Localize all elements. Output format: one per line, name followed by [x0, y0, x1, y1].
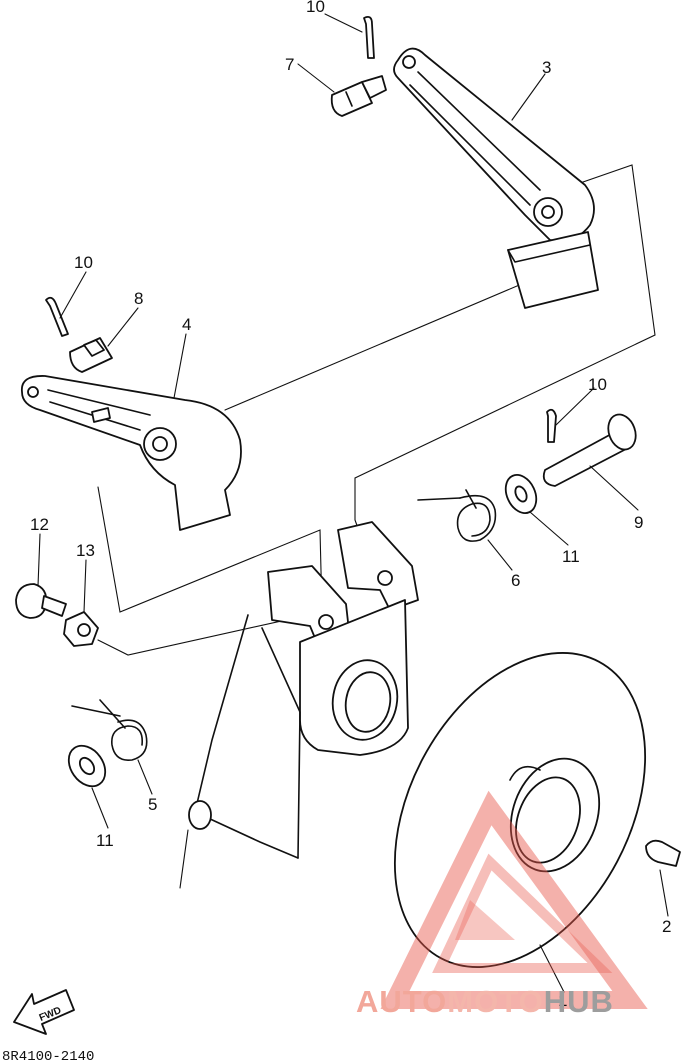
watermark-auto: AUTO [356, 984, 447, 1019]
bolt-part-12 [15, 583, 67, 619]
callout-10-right: 10 [588, 375, 607, 394]
watermark-moto: MOTO [447, 984, 543, 1019]
callout-6: 6 [511, 571, 520, 590]
watermark-text: AUTOMOTOHUB [356, 984, 614, 1019]
shaft-part-9 [542, 413, 637, 487]
roller-part-8 [69, 337, 113, 373]
spring-part-5 [71, 699, 148, 762]
cotter-pin-10-top [363, 15, 375, 59]
spring-part-6 [417, 489, 497, 542]
callout-13: 13 [76, 541, 95, 560]
arm-part-3 [393, 47, 599, 309]
leader-lines [37, 13, 669, 993]
roller-part-7 [330, 75, 387, 117]
cotter-pin-10-right [546, 408, 557, 443]
callout-3: 3 [542, 58, 551, 77]
svg-text:AUTOMOTOHUB: AUTOMOTOHUB [356, 984, 614, 1019]
callout-12: 12 [30, 515, 49, 534]
callout-4: 4 [182, 315, 191, 334]
bracket-frame [179, 521, 419, 889]
callout-11-right: 11 [562, 547, 580, 566]
watermark-hub: HUB [544, 984, 614, 1019]
callout-10-top: 10 [306, 0, 325, 16]
callout-7: 7 [285, 55, 294, 74]
arm-part-4 [21, 375, 242, 531]
fwd-arrow-icon: FWD [13, 989, 75, 1035]
sheave-disc-part-1 [393, 652, 647, 968]
watermark-logo [380, 790, 648, 1009]
callout-labels: 10 7 3 10 8 4 10 9 12 13 6 11 5 11 2 1 [30, 0, 671, 1010]
callout-9: 9 [634, 513, 643, 532]
washer-11-right [504, 474, 538, 514]
callout-5: 5 [148, 795, 157, 814]
callout-10-left: 10 [74, 253, 93, 272]
cotter-pin-10-left [45, 296, 69, 337]
callout-1: 1 [558, 991, 567, 1010]
nut-part-13 [63, 611, 99, 647]
washer-11-left [67, 744, 107, 788]
key-part-2 [645, 839, 681, 867]
callout-2: 2 [662, 917, 671, 936]
callout-8: 8 [134, 289, 143, 308]
drawing-code: 8R4100-2140 [2, 1049, 94, 1064]
callout-11-left: 11 [96, 831, 114, 850]
